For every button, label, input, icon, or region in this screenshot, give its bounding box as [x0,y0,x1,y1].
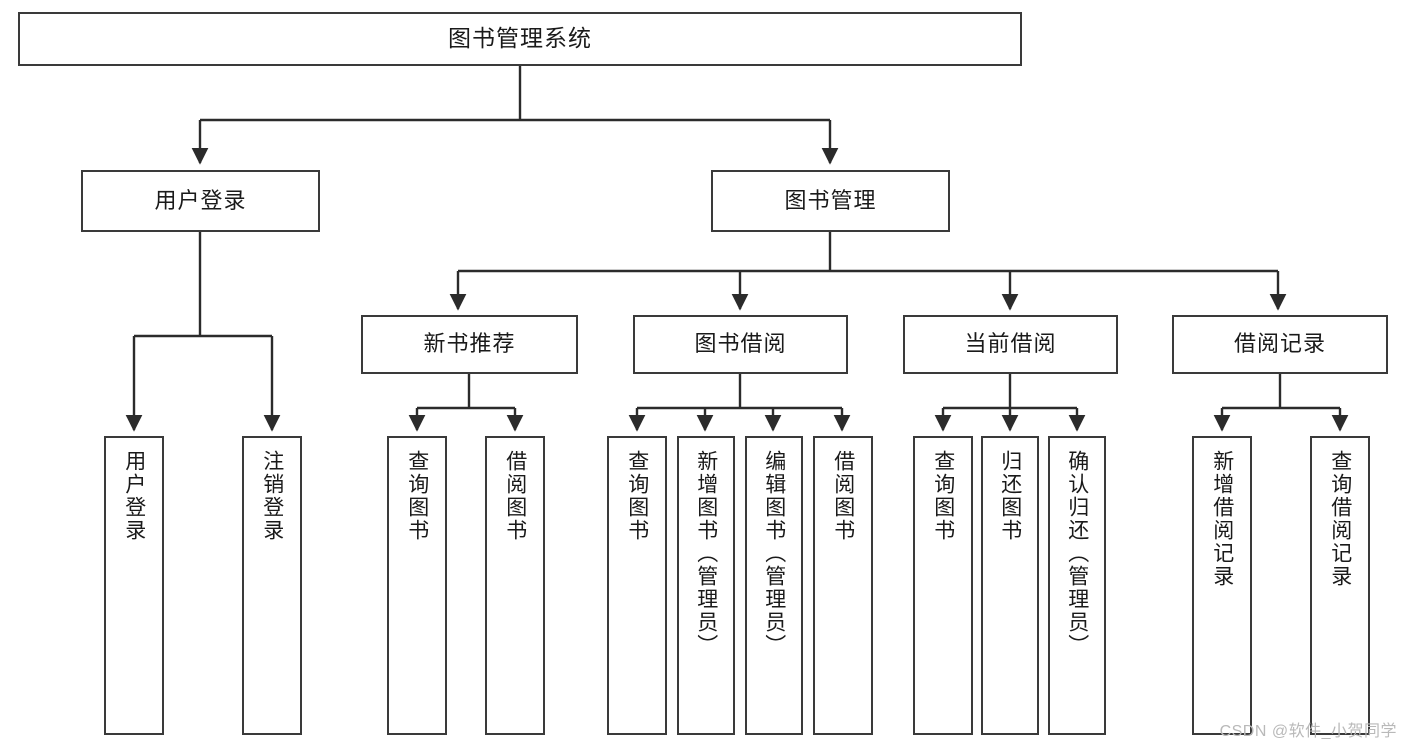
connectors-root-to-level2 [191,66,839,165]
node-label: 图书管理系统 [448,25,592,52]
node-new-book-recommend[interactable]: 新书推荐 [361,315,578,374]
node-label: 新书推荐 [423,331,516,357]
node-label: 编辑图书（管理员） [762,450,786,657]
node-leaf-user-login[interactable]: 用户登录 [104,436,164,735]
node-leaf-query-books-borrow[interactable]: 查询图书 [607,436,667,735]
node-label: 图书管理 [784,187,877,213]
node-label: 查询图书 [931,450,955,542]
connectors-bookborrow-to-leaves [628,374,851,432]
connectors-currentborrow-to-leaves [934,374,1086,432]
node-leaf-query-borrow-record[interactable]: 查询借阅记录 [1310,436,1370,735]
node-label: 查询图书 [405,450,429,542]
node-label: 用户登录 [122,450,146,542]
node-leaf-add-book-admin[interactable]: 新增图书（管理员） [677,436,735,735]
node-label: 归还图书 [998,450,1022,542]
node-label: 新增借阅记录 [1210,450,1234,588]
node-leaf-confirm-return-admin[interactable]: 确认归还（管理员） [1048,436,1106,735]
node-book-borrow[interactable]: 图书借阅 [633,315,848,374]
node-label: 图书借阅 [694,331,787,357]
node-label: 借阅记录 [1233,331,1326,357]
node-leaf-return-books[interactable]: 归还图书 [981,436,1039,735]
node-leaf-borrow-books-recommend[interactable]: 借阅图书 [485,436,545,735]
connectors-userlogin-to-leaves [125,232,281,432]
connectors-bookmgmt-to-level3 [449,232,1287,311]
node-label: 确认归还（管理员） [1065,450,1089,657]
node-leaf-edit-book-admin[interactable]: 编辑图书（管理员） [745,436,803,735]
node-label: 新增图书（管理员） [694,450,718,657]
node-label: 用户登录 [154,187,247,213]
node-leaf-add-borrow-record[interactable]: 新增借阅记录 [1192,436,1252,735]
connectors-borrowrecord-to-leaves [1213,374,1349,432]
node-label: 查询图书 [625,450,649,542]
node-leaf-query-books-current[interactable]: 查询图书 [913,436,973,735]
node-label: 借阅图书 [503,450,527,542]
csdn-watermark: CSDN @软件_小贺同学 [1219,723,1397,740]
node-borrow-record[interactable]: 借阅记录 [1172,315,1388,374]
node-label: 借阅图书 [831,450,855,542]
node-leaf-query-books-recommend[interactable]: 查询图书 [387,436,447,735]
node-label: 查询借阅记录 [1328,450,1352,588]
node-user-login[interactable]: 用户登录 [81,170,320,232]
node-leaf-logout[interactable]: 注销登录 [242,436,302,735]
node-leaf-borrow-books[interactable]: 借阅图书 [813,436,873,735]
node-book-management[interactable]: 图书管理 [711,170,950,232]
node-root-book-management-system[interactable]: 图书管理系统 [18,12,1022,66]
node-label: 当前借阅 [964,331,1057,357]
node-current-borrow[interactable]: 当前借阅 [903,315,1118,374]
connectors-newbook-to-leaves [408,374,524,432]
node-label: 注销登录 [260,450,284,542]
